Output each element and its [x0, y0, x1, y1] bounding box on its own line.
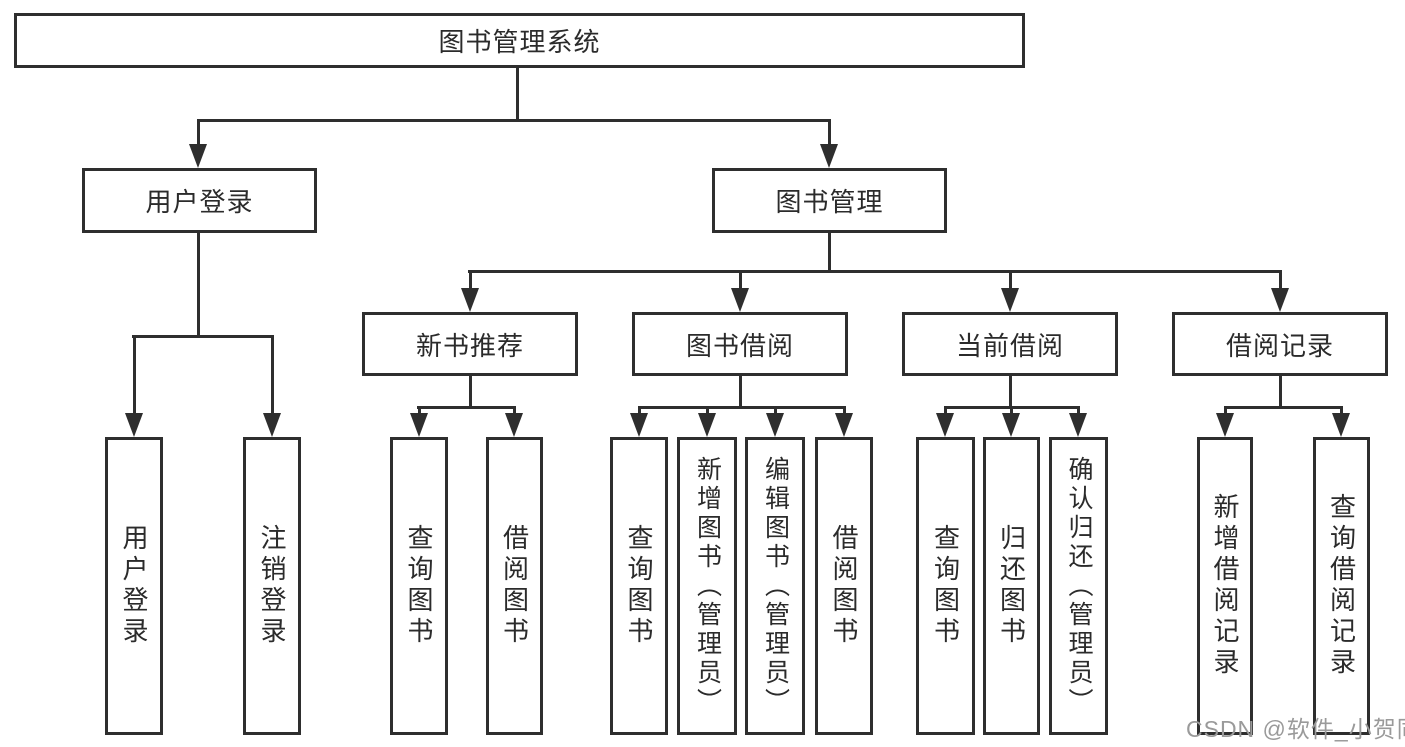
- arrowhead: [698, 413, 716, 437]
- leaf-borrow-query-book: 查询图书: [610, 437, 668, 735]
- node-label: 用户登录: [145, 187, 254, 217]
- arrowhead: [820, 144, 838, 168]
- leaf-user-login: 用户登录: [105, 437, 163, 735]
- node-book-management: 图书管理: [712, 168, 947, 233]
- leaf-current-confirm-return-admin: 确认归还（管理员）: [1049, 437, 1108, 735]
- connector-line: [1279, 376, 1282, 409]
- node-new-book-recommend: 新书推荐: [362, 312, 578, 376]
- connector-line: [469, 270, 472, 290]
- node-book-borrow: 图书借阅: [632, 312, 848, 376]
- node-label: 新书推荐: [415, 330, 524, 361]
- arrowhead: [731, 288, 749, 312]
- leaf-borrow-add-book-admin: 新增图书（管理员）: [677, 437, 737, 735]
- leaf-recommend-query-book: 查询图书: [390, 437, 448, 735]
- leaf-logout: 注销登录: [243, 437, 301, 735]
- arrowhead: [125, 413, 143, 437]
- arrowhead: [630, 413, 648, 437]
- node-user-login: 用户登录: [82, 168, 317, 233]
- connector-line: [1340, 406, 1343, 418]
- node-label: 借阅图书: [499, 524, 530, 648]
- csdn-watermark: CSDN @软件_小贺同学: [1186, 716, 1405, 742]
- leaf-current-return-book: 归还图书: [983, 437, 1040, 735]
- connector-line: [828, 119, 831, 150]
- arrowhead: [766, 413, 784, 437]
- arrowhead: [1216, 413, 1234, 437]
- connector-line: [1010, 406, 1013, 418]
- connector-line: [944, 406, 947, 418]
- connector-line: [1009, 270, 1012, 290]
- connector-line: [1009, 376, 1012, 409]
- leaf-current-query-book: 查询图书: [916, 437, 975, 735]
- connector-line: [1077, 406, 1080, 418]
- connector-line: [133, 335, 136, 415]
- connector-line: [638, 406, 846, 409]
- connector-line: [271, 335, 274, 415]
- node-label: 图书管理系统: [438, 27, 601, 57]
- node-label: 新增图书（管理员）: [693, 455, 722, 717]
- connector-line: [197, 233, 200, 338]
- arrowhead: [1001, 288, 1019, 312]
- node-label: 新增借阅记录: [1210, 493, 1240, 679]
- node-label: 确认归还（管理员）: [1065, 455, 1093, 717]
- arrowhead: [410, 413, 428, 437]
- connector-line: [1224, 406, 1227, 418]
- connector-line: [418, 406, 421, 418]
- arrowhead: [936, 413, 954, 437]
- arrowhead: [835, 413, 853, 437]
- connector-line: [1279, 270, 1282, 290]
- arrowhead: [461, 288, 479, 312]
- connector-line: [513, 406, 516, 418]
- node-current-borrow: 当前借阅: [902, 312, 1118, 376]
- connector-line: [197, 119, 831, 122]
- leaf-recommend-borrow-book: 借阅图书: [486, 437, 543, 735]
- node-label: 借阅图书: [829, 524, 859, 648]
- connector-line: [843, 406, 846, 418]
- connector-line: [1224, 406, 1342, 409]
- node-label: 查询图书: [930, 524, 961, 648]
- connector-line: [469, 376, 472, 409]
- node-root: 图书管理系统: [14, 13, 1025, 68]
- connector-line: [417, 406, 516, 409]
- connector-line: [774, 406, 777, 418]
- node-label: 当前借阅: [955, 330, 1064, 361]
- connector-line: [638, 406, 641, 418]
- node-label: 用户登录: [119, 524, 149, 648]
- arrowhead: [263, 413, 281, 437]
- arrowhead: [1002, 413, 1020, 437]
- connector-line: [739, 376, 742, 409]
- connector-line: [516, 68, 519, 121]
- arrowhead: [1069, 413, 1087, 437]
- connector-line: [468, 270, 1282, 273]
- node-borrow-record: 借阅记录: [1172, 312, 1388, 376]
- node-label: 查询借阅记录: [1326, 493, 1357, 679]
- connector-line: [706, 406, 709, 418]
- node-label: 图书借阅: [685, 330, 794, 361]
- node-label: 归还图书: [996, 524, 1027, 648]
- node-label: 图书管理: [775, 187, 884, 217]
- node-label: 借阅记录: [1225, 330, 1334, 361]
- leaf-record-add-borrow-record: 新增借阅记录: [1197, 437, 1253, 735]
- node-label: 注销登录: [257, 524, 287, 648]
- arrowhead: [189, 144, 207, 168]
- connector-line: [828, 233, 831, 273]
- node-label: 查询图书: [624, 524, 654, 648]
- arrowhead: [505, 413, 523, 437]
- leaf-borrow-borrow-book: 借阅图书: [815, 437, 873, 735]
- arrowhead: [1332, 413, 1350, 437]
- arrowhead: [1271, 288, 1289, 312]
- node-label: 编辑图书（管理员）: [761, 455, 790, 717]
- leaf-borrow-edit-book-admin: 编辑图书（管理员）: [745, 437, 805, 735]
- connector-line: [132, 335, 274, 338]
- leaf-record-query-borrow-record: 查询借阅记录: [1313, 437, 1370, 735]
- connector-line: [739, 270, 742, 290]
- connector-line: [197, 119, 200, 150]
- node-label: 查询图书: [404, 524, 434, 648]
